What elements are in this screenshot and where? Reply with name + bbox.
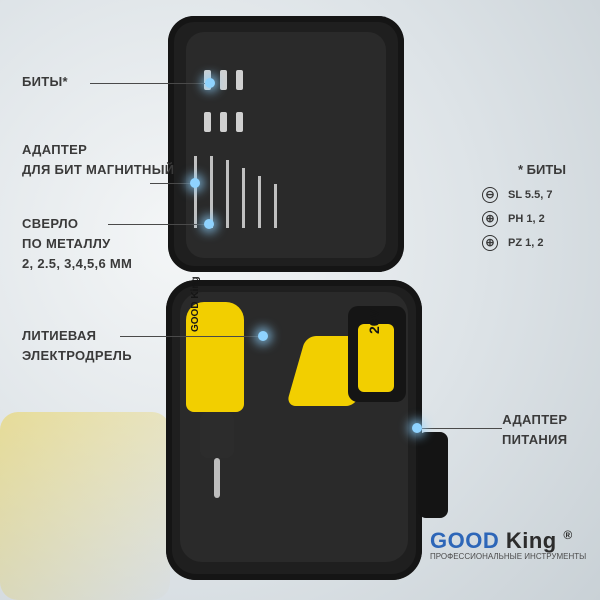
label-adapter-magnetic-line1: АДАПТЕР — [22, 142, 88, 157]
bits-legend-title: * БИТЫ — [518, 162, 567, 177]
label-adapter-magnetic-line2: ДЛЯ БИТ МАГНИТНЫЙ — [22, 162, 175, 177]
bits-legend: * БИТЫ ⊖ SL 5.5, 7 ⊕ PH 1, 2 ⊕ PZ 1, 2 — [482, 162, 566, 259]
label-bits: БИТЫ* — [22, 74, 68, 89]
brand-logo: GOOD King ® — [430, 528, 600, 554]
drill-bit — [210, 156, 213, 228]
bits-legend-text: SL 5.5, 7 — [508, 189, 553, 201]
phillips-icon: ⊕ — [482, 211, 498, 227]
battery-strip — [358, 324, 394, 392]
drill-photo-watermark — [0, 412, 170, 600]
case-lid — [168, 16, 404, 272]
label-power-adapter-line1: АДАПТЕР — [502, 412, 568, 427]
bit — [236, 112, 243, 132]
label-drill-metal-line3: 2, 2.5, 3,4,5,6 ММ — [22, 256, 133, 271]
drill-body — [186, 302, 244, 412]
drill-chuck — [200, 412, 234, 458]
bit — [204, 112, 211, 132]
label-drill-metal-line2: ПО МЕТАЛЛУ — [22, 236, 111, 251]
bit — [236, 70, 243, 90]
battery-voltage: 20V — [366, 309, 382, 334]
label-drill-device-line2: ЭЛЕКТРОДРЕЛЬ — [22, 348, 132, 363]
brand-good: GOOD — [430, 528, 500, 553]
label-drill-metal-line1: СВЕРЛО — [22, 216, 79, 231]
drill-badge: GOOD King — [190, 276, 201, 332]
drill-bit-mounted — [214, 458, 220, 498]
brand-tagline: ПРОФЕССИОНАЛЬНЫЕ ИНСТРУМЕНТЫ — [430, 552, 587, 561]
label-drill-metal: СВЕРЛО ПО МЕТАЛЛУ 2, 2.5, 3,4,5,6 ММ — [22, 214, 132, 274]
callout-dot-drill-metal — [204, 219, 214, 229]
label-drill-device-line1: ЛИТИЕВАЯ — [22, 328, 97, 343]
lid-recess — [186, 32, 386, 258]
callout-dot-drill-device — [258, 331, 268, 341]
callout-line-drill-metal — [108, 224, 208, 225]
drill-bit — [274, 184, 277, 228]
label-power-adapter: АДАПТЕР ПИТАНИЯ — [502, 410, 567, 450]
drill-bit — [242, 168, 245, 228]
label-power-adapter-line2: ПИТАНИЯ — [502, 432, 568, 447]
bits-legend-row: ⊕ PH 1, 2 — [482, 211, 566, 227]
drill-bit — [194, 156, 197, 228]
callout-dot-bits — [205, 78, 215, 88]
label-drill-device: ЛИТИЕВАЯ ЭЛЕКТРОДРЕЛЬ — [22, 326, 132, 366]
drill-battery — [348, 306, 406, 402]
brand-mark: ® — [563, 528, 573, 542]
pozidriv-icon: ⊕ — [482, 235, 498, 251]
bits-legend-text: PZ 1, 2 — [508, 237, 544, 249]
brand-king: King — [505, 528, 557, 553]
bit — [220, 70, 227, 90]
drill-bit — [258, 176, 261, 228]
power-adapter — [418, 432, 448, 518]
cordless-drill: 20V GOOD King — [178, 276, 406, 502]
drill-bit — [226, 160, 229, 228]
callout-line-drill-device — [120, 336, 260, 337]
bits-legend-text: PH 1, 2 — [508, 213, 545, 225]
callout-line-power-adapter — [420, 428, 502, 429]
callout-line-bits — [90, 83, 205, 84]
label-adapter-magnetic: АДАПТЕР ДЛЯ БИТ МАГНИТНЫЙ — [22, 140, 174, 180]
bits-legend-row: ⊖ SL 5.5, 7 — [482, 187, 566, 203]
callout-dot-adapter-magnetic — [190, 178, 200, 188]
bits-legend-row: ⊕ PZ 1, 2 — [482, 235, 566, 251]
bit — [220, 112, 227, 132]
callout-line-adapter-magnetic — [150, 183, 194, 184]
slotted-icon: ⊖ — [482, 187, 498, 203]
brand-block: GOOD King ® ПРОФЕССИОНАЛЬНЫЕ ИНСТРУМЕНТЫ — [430, 528, 600, 561]
callout-dot-power-adapter — [412, 423, 422, 433]
